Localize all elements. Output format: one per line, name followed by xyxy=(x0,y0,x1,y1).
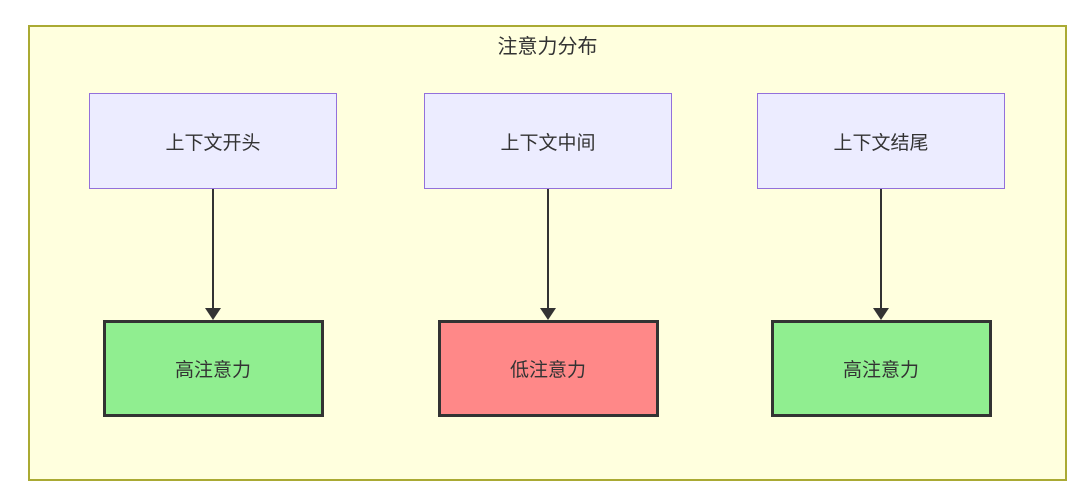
arrow-start-to-attention xyxy=(205,189,221,320)
diagram-title: 注意力分布 xyxy=(497,36,598,58)
attention-node-start-label: 高注意力 xyxy=(174,360,251,381)
arrow-line xyxy=(547,189,549,309)
flow-column-start: 上下文开头 高注意力 xyxy=(89,93,337,417)
arrow-head-icon xyxy=(205,308,221,320)
context-end-label: 上下文结尾 xyxy=(833,132,929,154)
attention-node-middle: 低注意力 xyxy=(437,320,659,417)
context-start-node: 上下文开头 xyxy=(89,93,337,189)
arrow-end-to-attention xyxy=(873,189,889,320)
attention-distribution-group: 注意力分布 上下文开头 高注意力 上下文中间 低注意力 xyxy=(28,25,1067,481)
arrow-middle-to-attention xyxy=(540,189,556,320)
arrow-head-icon xyxy=(540,308,556,320)
arrow-line xyxy=(880,189,882,309)
attention-node-start: 高注意力 xyxy=(102,320,324,417)
attention-node-middle-label: 低注意力 xyxy=(509,360,586,381)
flow-column-end: 上下文结尾 高注意力 xyxy=(757,93,1005,417)
attention-node-end-label: 高注意力 xyxy=(842,360,919,381)
attention-node-end: 高注意力 xyxy=(770,320,992,417)
flow-column-middle: 上下文中间 低注意力 xyxy=(424,93,672,417)
arrow-line xyxy=(212,189,214,309)
context-start-label: 上下文开头 xyxy=(165,132,261,154)
arrow-head-icon xyxy=(873,308,889,320)
context-middle-label: 上下文中间 xyxy=(500,132,596,154)
context-middle-node: 上下文中间 xyxy=(424,93,672,189)
context-end-node: 上下文结尾 xyxy=(757,93,1005,189)
